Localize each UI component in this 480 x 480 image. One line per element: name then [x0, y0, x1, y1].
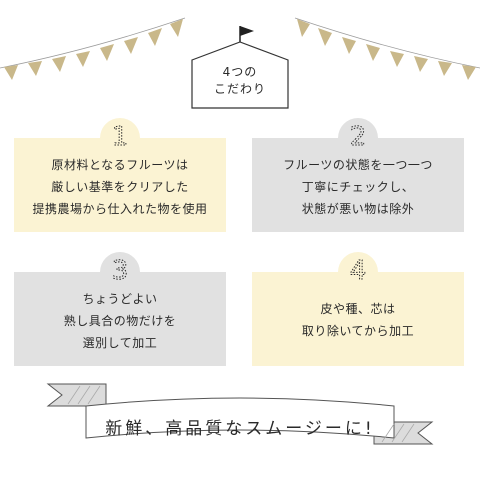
ribbon-shape — [46, 383, 434, 445]
card-text-line: 丁寧にチェックし、 — [301, 180, 415, 194]
card-text-line: 選別して加工 — [82, 336, 158, 350]
bunting-decoration — [0, 17, 480, 80]
card-number: 1 — [112, 122, 129, 152]
house-outline — [191, 26, 289, 109]
feature-card-4: 4 皮や種、芯は 取り除いてから加工 — [252, 252, 464, 366]
card-text-line: 皮や種、芯は — [320, 302, 396, 316]
card-text-line: 熟し具合の物だけを — [63, 314, 177, 328]
card-text-line: ちょうどよい — [82, 292, 158, 306]
card-text-line: フルーツの状態を一つ一つ — [283, 158, 433, 172]
card-number: 4 — [350, 256, 367, 286]
bunting-flags-right — [297, 19, 476, 80]
ribbon-banner: 新鮮、高品質なスムージーに! — [40, 376, 440, 452]
card-text-line: 取り除いてから加工 — [301, 324, 415, 338]
feature-card-3: 3 ちょうどよい 熟し具合の物だけを 選別して加工 — [14, 252, 226, 366]
card-text-line: 状態が悪い物は除外 — [301, 202, 415, 216]
card-text-line: 原材料となるフルーツは — [51, 158, 189, 172]
card-text-line: 厳しい基準をクリアした — [51, 180, 189, 194]
banner-text: 新鮮、高品質なスムージーに! — [105, 419, 375, 439]
card-text-line: 提携農場から仕入れた物を使用 — [32, 202, 208, 216]
card-number: 2 — [350, 122, 367, 152]
bunting-flags-left — [4, 19, 183, 80]
card-background — [14, 252, 226, 366]
card-background — [252, 252, 464, 366]
header-line-2: こだわり — [213, 82, 266, 96]
card-background — [14, 118, 226, 232]
flag-icon — [240, 26, 254, 36]
header-house: 4つの こだわり — [188, 26, 292, 110]
card-number: 3 — [112, 256, 129, 286]
feature-card-1: 1 原材料となるフルーツは 厳しい基準をクリアした 提携農場から仕入れた物を使用 — [14, 118, 226, 232]
card-background — [252, 118, 464, 232]
feature-card-2: 2 フルーツの状態を一つ一つ 丁寧にチェックし、 状態が悪い物は除外 — [252, 118, 464, 232]
header-line-1: 4つの — [222, 65, 258, 79]
